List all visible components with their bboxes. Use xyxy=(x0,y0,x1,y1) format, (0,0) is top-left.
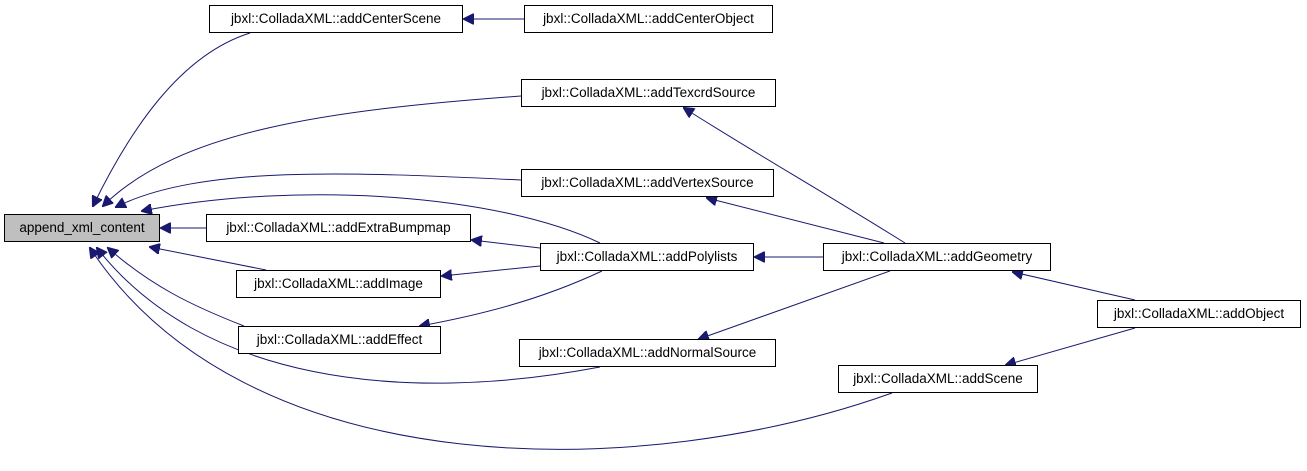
node-add-geometry[interactable]: jbxl::ColladaXML::addGeometry xyxy=(823,243,1051,271)
node-add-extra-bumpmap[interactable]: jbxl::ColladaXML::addExtraBumpmap xyxy=(206,214,471,242)
edge-polylists-to-image xyxy=(442,265,541,276)
edge-vertex-to-root xyxy=(116,173,522,207)
node-add-object[interactable]: jbxl::ColladaXML::addObject xyxy=(1097,300,1301,328)
node-add-image[interactable]: jbxl::ColladaXML::addImage xyxy=(236,270,441,298)
node-append-xml-content[interactable]: append_xml_content xyxy=(4,214,160,242)
edge-image-to-root xyxy=(150,247,267,271)
node-add-effect[interactable]: jbxl::ColladaXML::addEffect xyxy=(238,326,441,354)
node-add-center-scene[interactable]: jbxl::ColladaXML::addCenterScene xyxy=(209,5,463,33)
edge-centerscene-to-root xyxy=(93,32,251,206)
edge-texcrd-to-root xyxy=(103,95,522,206)
node-add-polylists[interactable]: jbxl::ColladaXML::addPolylists xyxy=(540,243,754,271)
edge-object-to-geometry xyxy=(1013,272,1136,301)
node-add-vertex-source[interactable]: jbxl::ColladaXML::addVertexSource xyxy=(521,169,774,197)
edge-polylists-to-root-upper xyxy=(142,194,601,244)
edge-effect-to-root xyxy=(108,248,245,327)
edge-polylists-to-extrabump xyxy=(472,240,541,249)
edge-geometry-to-vertex xyxy=(707,198,885,244)
edge-geometry-to-texcrd xyxy=(684,108,906,244)
edge-normal-to-root xyxy=(97,248,601,384)
node-add-center-object[interactable]: jbxl::ColladaXML::addCenterObject xyxy=(524,5,773,33)
edge-object-to-scene xyxy=(1006,327,1136,365)
node-add-scene[interactable]: jbxl::ColladaXML::addScene xyxy=(838,365,1038,393)
node-add-normal-source[interactable]: jbxl::ColladaXML::addNormalSource xyxy=(519,339,776,367)
edge-polylists-to-effect xyxy=(420,270,603,326)
edge-geometry-to-normal xyxy=(699,270,891,339)
node-add-texcrd-source[interactable]: jbxl::ColladaXML::addTexcrdSource xyxy=(521,79,776,107)
edge-scene-to-root xyxy=(90,248,893,450)
